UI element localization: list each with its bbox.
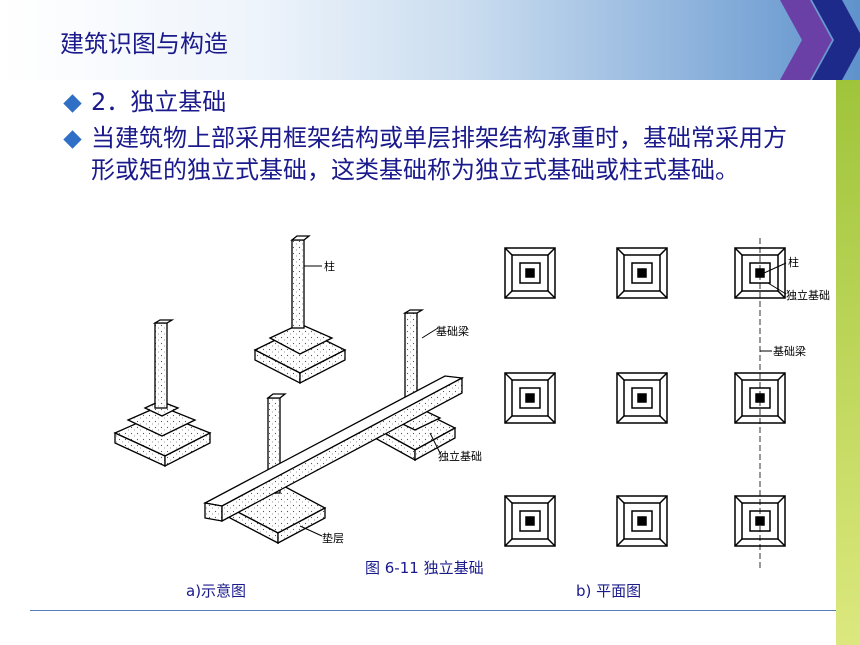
plan-footing	[734, 372, 786, 424]
diamond-bullet-icon	[63, 130, 82, 149]
subcaption-a: a)示意图	[186, 582, 247, 600]
plan-view-grid	[504, 238, 787, 568]
plan-footing	[616, 495, 668, 547]
bullet-item-description: 当建筑物上部采用框架结构或单层排架结构承重时，基础常采用方形或矩的独立式基础，这…	[62, 122, 802, 186]
bullet-text: 当建筑物上部采用框架结构或单层排架结构承重时，基础常采用方形或矩的独立式基础，这…	[91, 124, 787, 184]
diamond-bullet-icon	[63, 94, 82, 113]
label-isolated-footing: 独立基础	[438, 449, 482, 463]
page-title: 建筑识图与构造	[60, 30, 228, 58]
bullet-text: 2．独立基础	[91, 88, 227, 116]
plan-footing	[504, 372, 556, 424]
chevron-decoration-icon	[780, 0, 860, 80]
isometric-sketch	[113, 235, 465, 545]
plan-footing	[504, 495, 556, 547]
label-column: 柱	[324, 259, 335, 273]
plan-footing	[616, 372, 668, 424]
label-ground-beam: 基础梁	[436, 324, 469, 338]
footer-divider	[30, 610, 836, 611]
footing-back	[253, 235, 347, 385]
plan-label-isolated-footing: 独立基础	[786, 288, 830, 302]
footing-left	[113, 319, 212, 468]
plan-footing	[734, 247, 786, 299]
label-cushion: 垫层	[322, 531, 344, 545]
plan-footing	[504, 247, 556, 299]
ground-beam	[203, 375, 465, 523]
accent-strip	[836, 80, 860, 645]
plan-footing	[616, 247, 668, 299]
bullet-item-heading: 2．独立基础	[62, 86, 226, 118]
plan-label-ground-beam: 基础梁	[773, 344, 806, 358]
subcaption-b: b) 平面图	[576, 582, 642, 600]
plan-label-column: 柱	[788, 255, 799, 269]
footing-front	[228, 393, 327, 545]
header-banner: 建筑识图与构造	[0, 0, 860, 80]
figure-caption: 图 6-11 独立基础	[365, 559, 484, 577]
plan-footing	[734, 495, 786, 547]
foundation-figure: 柱 基础梁 独立基础 垫层	[113, 235, 830, 568]
